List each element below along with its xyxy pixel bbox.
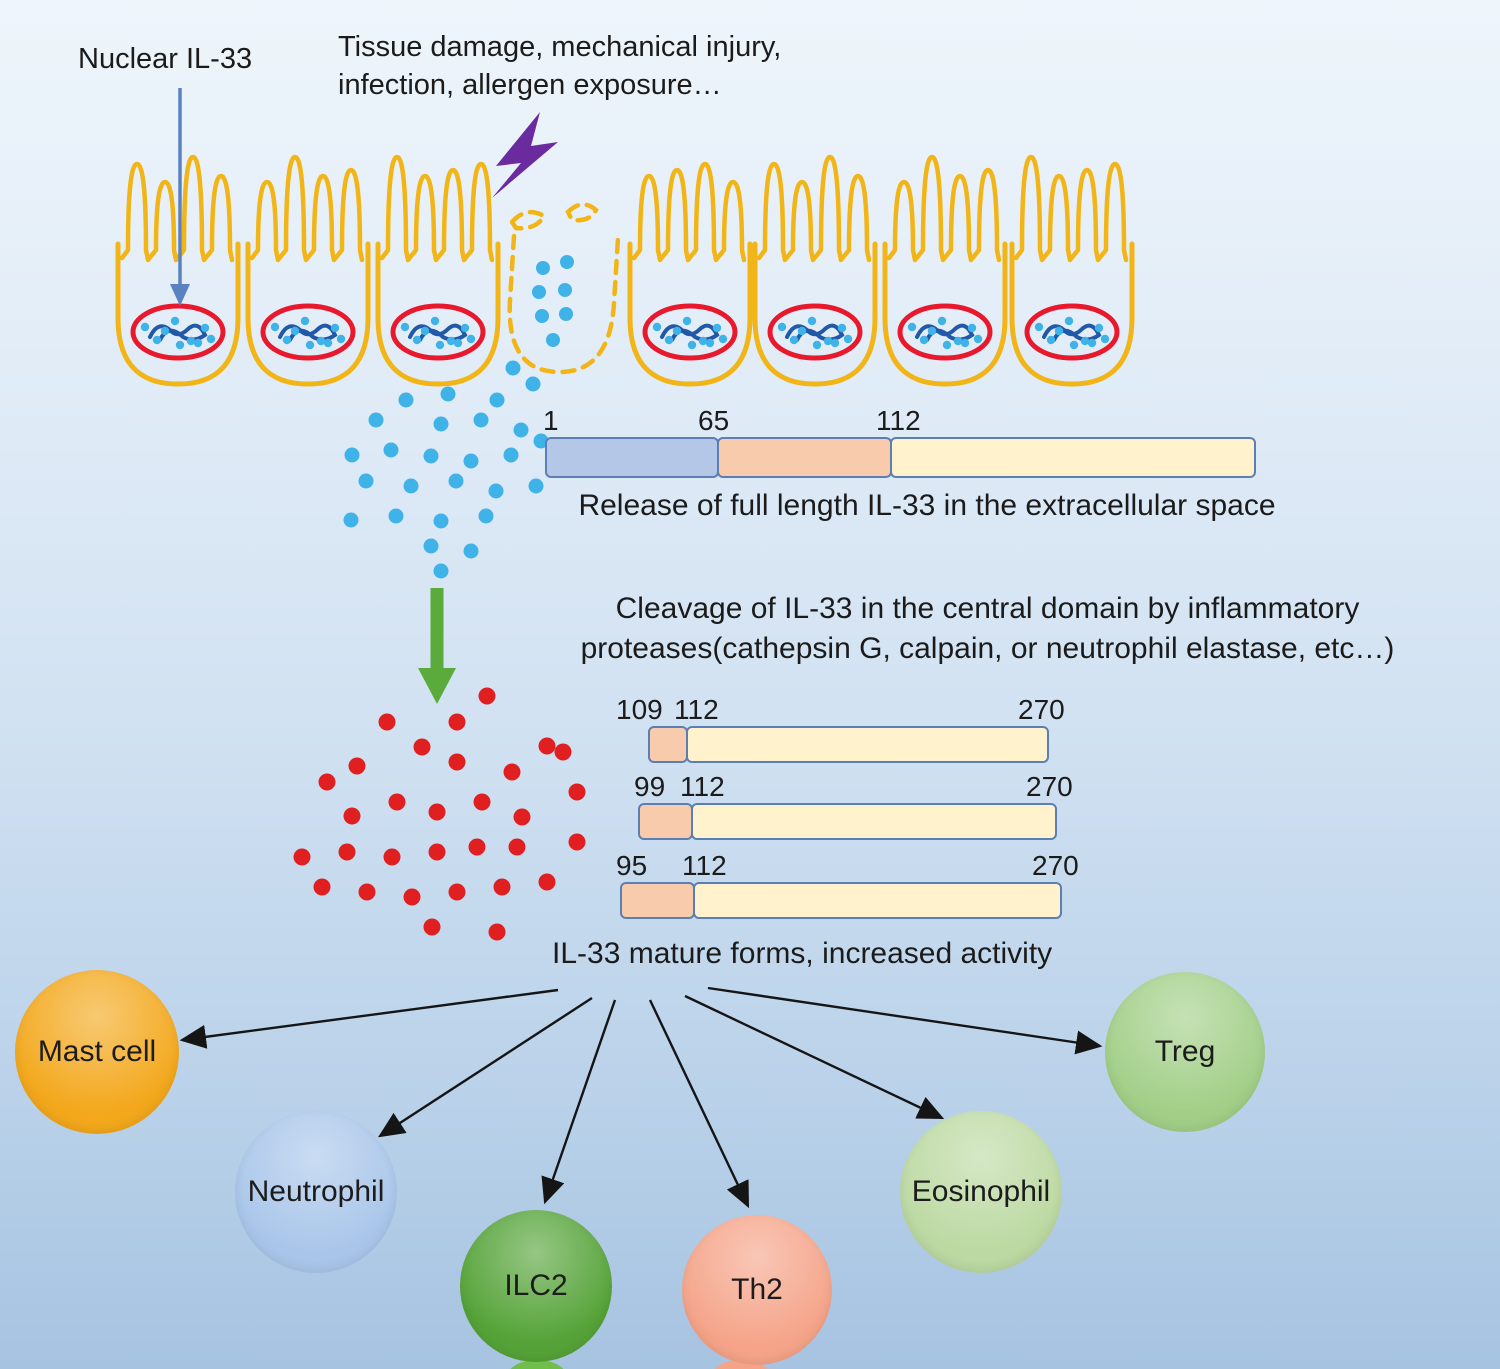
nuclear-il33-arrow [170, 88, 190, 306]
bar-tick-112: 112 [680, 771, 725, 802]
mature-central-segment [648, 726, 688, 763]
target-cell-ilc2-label: ILC2 [504, 1269, 568, 1302]
target-cell-arrows [179, 986, 1103, 1209]
arrow-to-neutrophil [377, 996, 593, 1138]
domain-il1like [890, 437, 1256, 478]
bar-tick-109: 109 [616, 694, 663, 725]
target-cell-neutrophil-label: Neutrophil [247, 1175, 385, 1208]
bar-tick-270: 270 [1026, 771, 1073, 802]
bar-tick-112: 112 [674, 694, 719, 725]
trigger-label: Tissue damage, mechanical injury, infect… [338, 31, 782, 102]
domain-central [717, 437, 892, 478]
target-cell-mast-label: Mast cell [37, 1035, 157, 1068]
release-caption: Release of full length IL-33 in the extr… [578, 489, 1276, 522]
mature-il1like-segment [691, 803, 1057, 840]
mature-il1like-segment [686, 726, 1049, 763]
target-cell-th2-label: Th2 [731, 1273, 783, 1306]
target-cell-ilc2: ILC2 [460, 1210, 612, 1362]
mature-il33-dots [293, 687, 586, 941]
arrow-to-mast-cell [179, 988, 559, 1049]
target-cell-th2: Th2 [682, 1215, 832, 1365]
arrow-to-eosinophil [684, 994, 945, 1120]
mature-central-segment [638, 803, 693, 840]
bar-tick-270: 270 [1018, 694, 1065, 725]
bar-tick-99: 99 [634, 771, 666, 802]
bar-tick-65: 65 [698, 405, 730, 436]
nuclear-il33-label: Nuclear IL-33 [78, 43, 253, 75]
target-cell-mast: Mast cell [15, 970, 179, 1134]
target-cell-neutrophil: Neutrophil [235, 1111, 397, 1273]
target-cell-eosinophil: Eosinophil [900, 1111, 1062, 1273]
mature-il1like-segment [693, 882, 1062, 919]
mature-central-segment [620, 882, 695, 919]
released-il33-dots [343, 360, 549, 579]
injury-lightning-icon [492, 112, 558, 198]
cutoff-shapes [510, 1360, 768, 1369]
epithelial-cell-row [115, 154, 1135, 387]
bar-tick-112: 112 [876, 405, 921, 436]
bar-tick-270: 270 [1032, 850, 1079, 881]
arrow-to-th2 [648, 999, 750, 1209]
arrow-to-treg [707, 986, 1103, 1055]
target-cell-treg-label: Treg [1154, 1035, 1216, 1068]
domain-nuclear [545, 437, 719, 478]
target-cell-treg: Treg [1105, 972, 1265, 1132]
bar-tick-112: 112 [682, 850, 727, 881]
mature-caption: IL-33 mature forms, increased activity [552, 937, 1053, 970]
cleavage-caption: Cleavage of IL-33 in the central domain … [580, 592, 1395, 665]
damaged-cell [507, 202, 621, 375]
target-cell-eosinophil-label: Eosinophil [911, 1175, 1051, 1208]
bar-tick-95: 95 [616, 850, 648, 881]
bar-tick-1: 1 [543, 405, 559, 436]
release-down-arrow [418, 588, 456, 704]
arrow-to-ilc2 [541, 999, 617, 1205]
